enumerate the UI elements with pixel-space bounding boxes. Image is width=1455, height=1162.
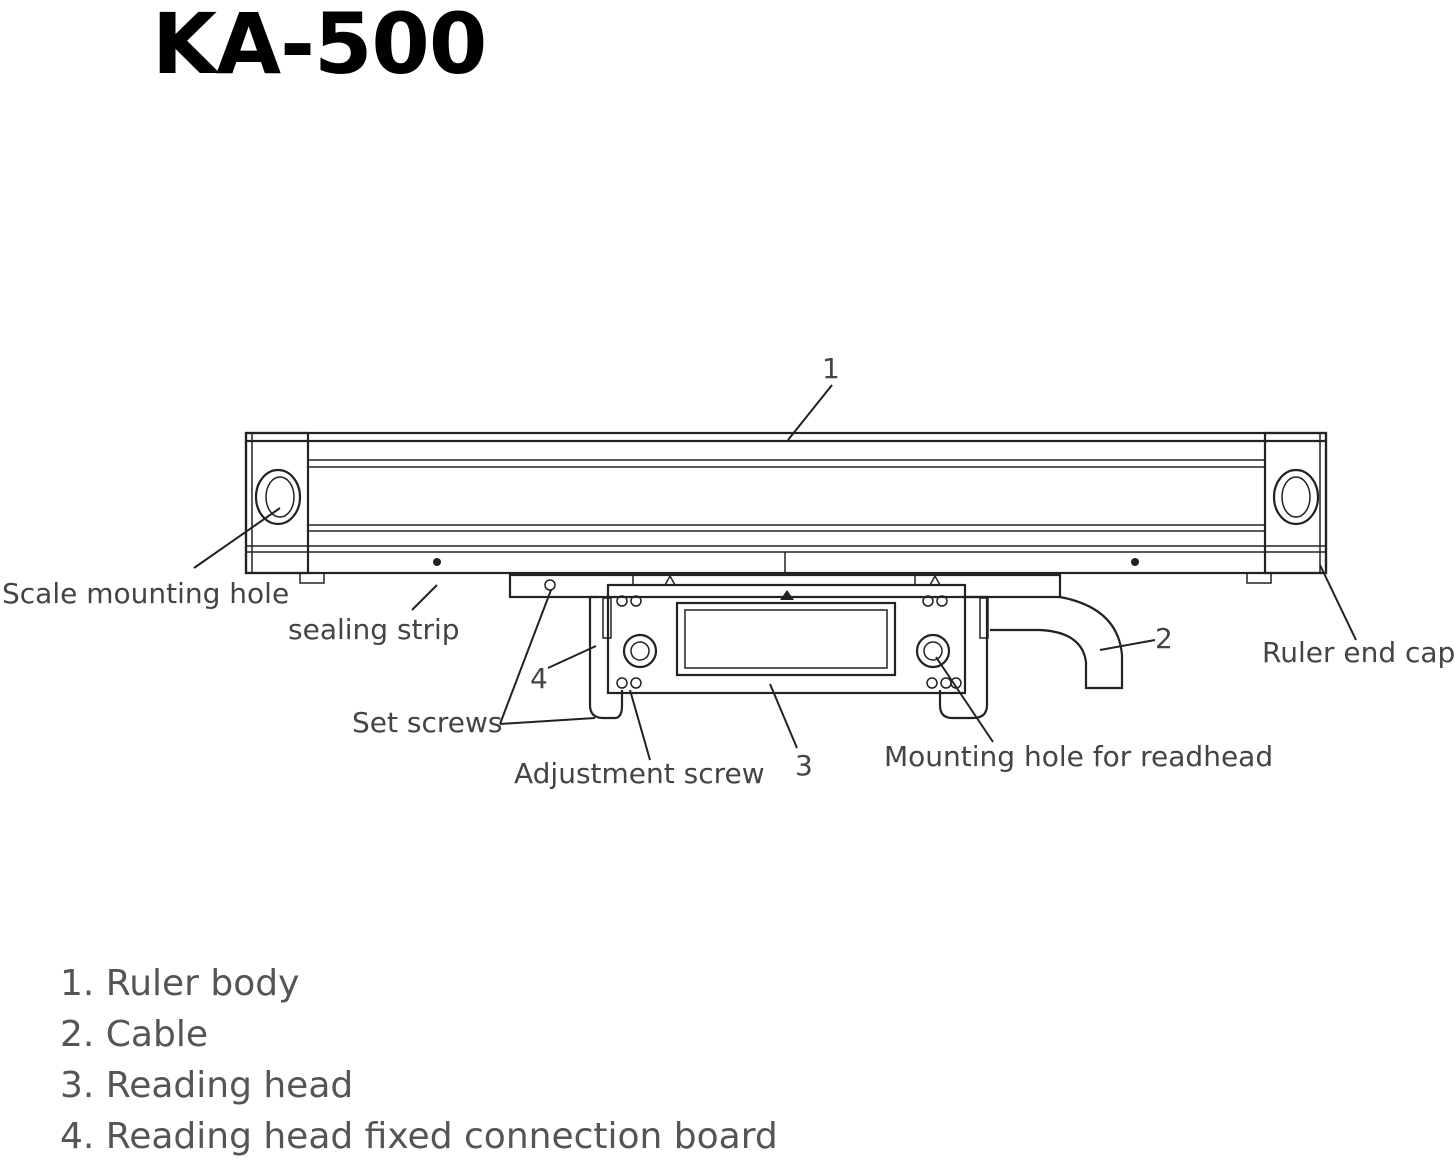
parts-legend: 1. Ruler body 2. Cable 3. Reading head 4… [60, 958, 778, 1162]
label-adjustment-screw: Adjustment screw [514, 757, 765, 790]
diagram-title: KA-500 [152, 0, 487, 93]
label-set-screws: Set screws [352, 706, 502, 739]
leader-ruler-body [787, 384, 833, 441]
adjustment-screws [616, 595, 962, 689]
leader-end-cap [1319, 564, 1357, 641]
leader-board [547, 645, 597, 669]
readhead-mounting-holes [622, 633, 951, 669]
number-3: 3 [795, 749, 813, 782]
leader-reading-head [769, 683, 798, 749]
number-1: 1 [822, 352, 840, 385]
leader-cable [1099, 639, 1156, 651]
right-end-cap [1246, 431, 1328, 584]
cable [990, 595, 1124, 690]
leader-adjustment-screw [629, 689, 651, 761]
left-mounting-hole [254, 468, 302, 526]
left-end-cap [244, 431, 325, 584]
label-ruler-end-cap: Ruler end cap [1262, 636, 1455, 669]
number-4: 4 [530, 662, 548, 695]
legend-item: 3. Reading head [60, 1065, 354, 1106]
reading-head [606, 583, 967, 695]
legend-item: 1. Ruler body [60, 963, 300, 1004]
number-2: 2 [1155, 622, 1173, 655]
leader-scale-mounting-hole [193, 507, 281, 569]
legend-item: 4. Reading head fixed connection board [60, 1116, 778, 1157]
label-mounting-hole-readhead: Mounting hole for readhead [884, 740, 1273, 773]
ruler-body [244, 431, 1328, 575]
leader-readhead-hole [935, 656, 994, 743]
right-mounting-hole [1272, 468, 1320, 526]
label-scale-mounting-hole: Scale mounting hole [2, 577, 289, 610]
leader-set-screw-1 [499, 589, 552, 725]
leader-set-screw-2 [499, 717, 596, 725]
label-sealing-strip: sealing strip [288, 613, 460, 646]
legend-item: 2. Cable [60, 1014, 208, 1055]
fixed-connection-board [588, 595, 989, 720]
leader-sealing-strip [411, 584, 438, 611]
